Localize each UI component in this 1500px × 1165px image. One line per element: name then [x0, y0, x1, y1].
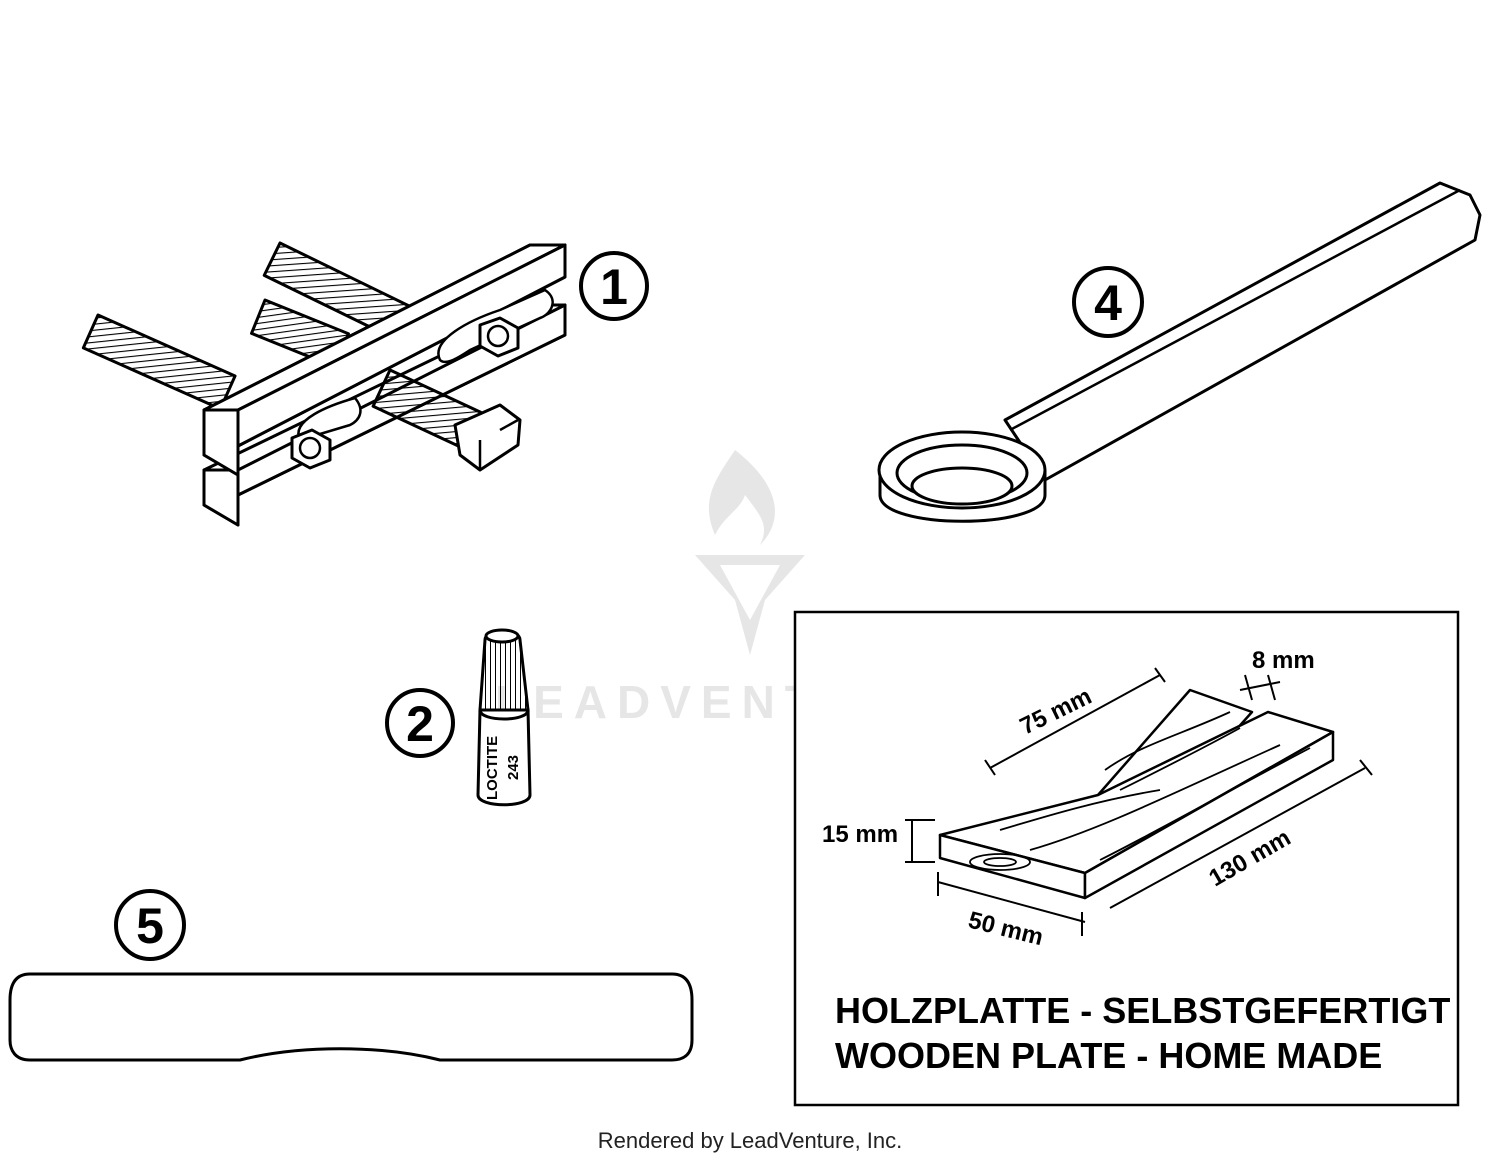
puller-tool	[81, 241, 567, 527]
footer-credit: Rendered by LeadVenture, Inc.	[597, 1128, 903, 1153]
callout-2-number: 2	[406, 696, 434, 752]
callout-4-number: 4	[1094, 275, 1122, 331]
watermark-logo	[695, 450, 805, 655]
callout-1-number: 1	[600, 259, 628, 315]
ring-wrench-tool	[877, 181, 1482, 523]
wooden-plate-drawing	[905, 667, 1373, 936]
dimension-gap: 8 mm	[1252, 647, 1315, 674]
flat-plate-tool	[8, 972, 694, 1062]
caption-english: WOODEN PLATE - HOME MADE	[835, 1035, 1382, 1076]
callout-2-circle	[385, 688, 455, 758]
loctite-brand-label: LOCTITE	[484, 736, 501, 800]
loctite-grade-label: 243	[505, 755, 522, 780]
callout-4-circle	[1072, 266, 1144, 338]
callout-1-circle	[579, 251, 649, 321]
loctite-bottle	[476, 628, 532, 807]
callout-5-number: 5	[136, 898, 164, 954]
caption-german: HOLZPLATTE - SELBSTGEFERTIGT	[835, 990, 1450, 1031]
dimension-height: 15 mm	[822, 821, 898, 848]
callout-5-circle	[114, 889, 186, 961]
